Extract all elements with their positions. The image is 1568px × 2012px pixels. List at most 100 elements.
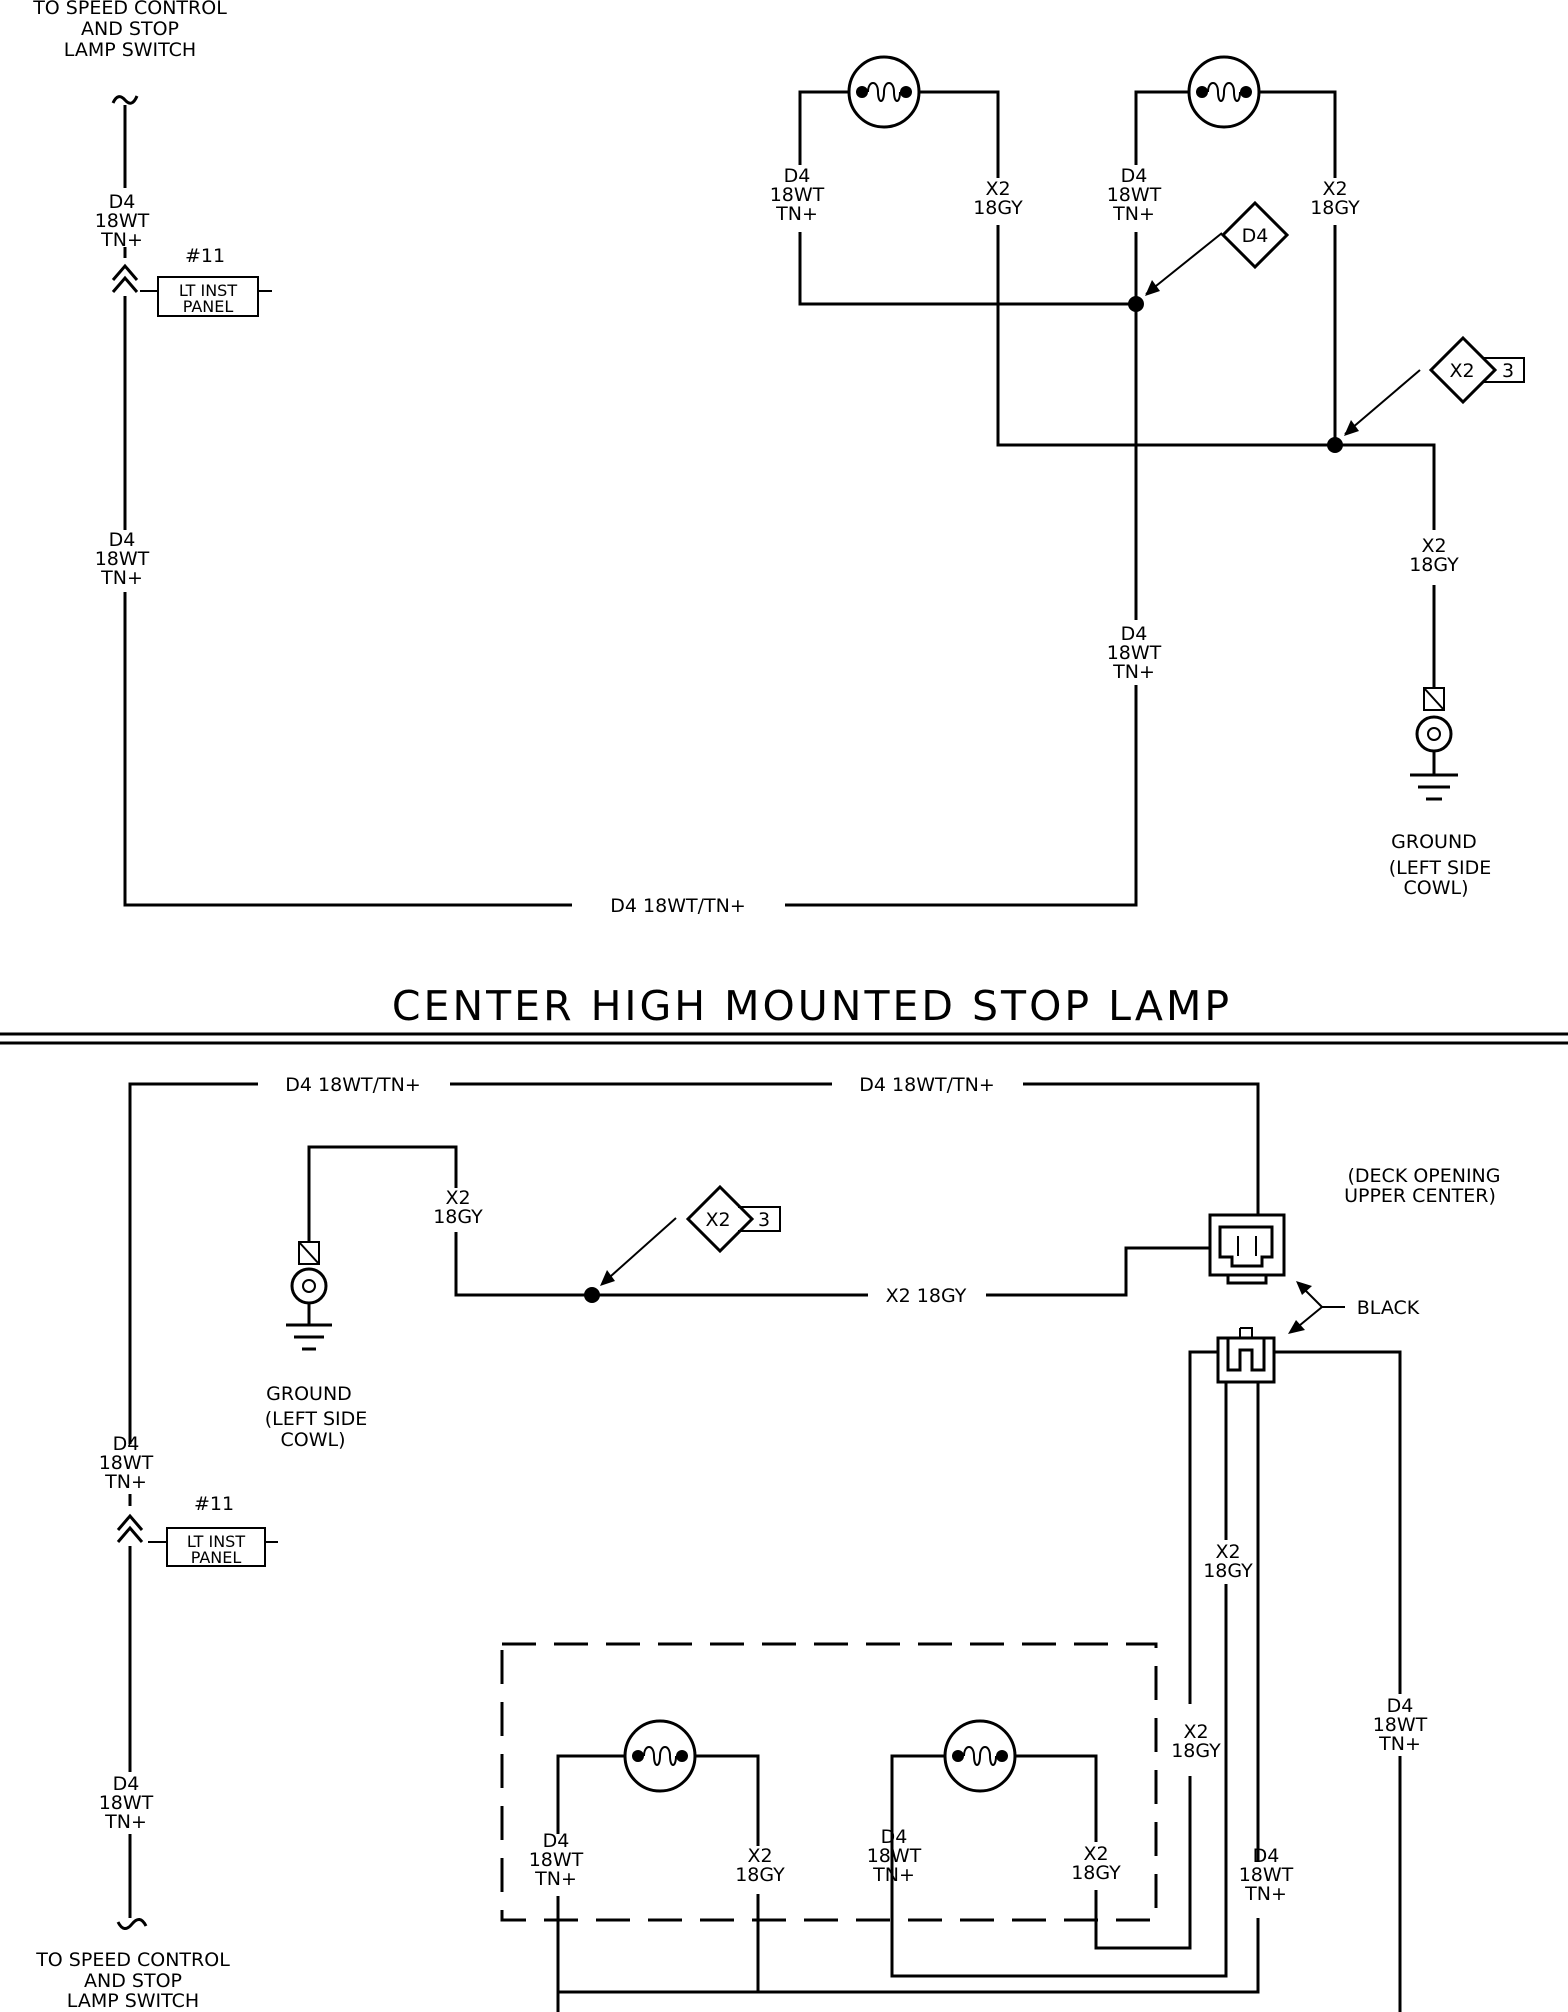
bottom-break-icon [116, 1918, 148, 1930]
deck-connector-icon [1208, 1213, 1286, 1285]
bottom-x2-2: 18GY [433, 1206, 483, 1228]
top-x2-splice-arrow [1344, 369, 1421, 435]
lamp-assembly-box [500, 1642, 1158, 1922]
top-connector-chevron-icon [111, 263, 139, 293]
bottom-ground-label-3: COWL) [280, 1429, 345, 1451]
top-ground-label-3: COWL) [1403, 877, 1468, 899]
bottom-conn-d4b-3: TN+ [1244, 1883, 1287, 1905]
bottom-left-d4-1: D4 [113, 1433, 140, 1455]
connector-color-label: BLACK [1357, 1297, 1420, 1319]
bottom-x2-diamond-tag: X2 [705, 1209, 730, 1231]
bottom-conn-d4a-2: 18WT [1373, 1714, 1428, 1736]
top-d4-splice-arrowhead [1145, 280, 1160, 296]
top-ground-icon [1410, 687, 1458, 801]
bottom-conn-d4a-1: D4 [1387, 1695, 1414, 1717]
bottom-connector-wires [556, 1350, 1402, 2012]
bottom-lamp1-x2-2: 18GY [735, 1864, 785, 1886]
bottom-x2-splice-arrowhead [600, 1270, 615, 1286]
bottom-lamp-2 [943, 1719, 1017, 1793]
top-d4-splice-dot [1128, 296, 1144, 312]
top-connector-number: #11 [185, 245, 225, 267]
bottom-x2-ref-box [738, 1206, 781, 1232]
top-lamp2-d4-3: TN+ [1112, 203, 1155, 225]
bottom-source-label-3: LAMP SWITCH [67, 1990, 199, 2012]
top-left-d4-label-2: 18WT [95, 210, 150, 232]
top-x2-diamond-tag: X2 [1449, 360, 1474, 382]
bottom-source-label-2: AND STOP [84, 1970, 182, 1992]
bottom-x2-1: X2 [445, 1187, 470, 1209]
top-ground-x2-1: X2 [1421, 535, 1446, 557]
top-connector-box [157, 276, 259, 317]
deck-location-label-2: UPPER CENTER) [1344, 1185, 1496, 1207]
top-lamp-1 [847, 55, 921, 129]
bottom-conn-d4b-1: D4 [1253, 1845, 1280, 1867]
top-ground-wire [1335, 443, 1436, 688]
bottom-x2-splice-dot [584, 1287, 600, 1303]
bottom-conn-x2b-2: 18GY [1171, 1740, 1221, 1762]
bottom-lamp1-wires [556, 1754, 760, 2012]
bottom-conn-d4b-2: 18WT [1239, 1864, 1294, 1886]
top-lamp2-d4-1: D4 [1121, 165, 1148, 187]
deck-location-label-1: (DECK OPENING [1348, 1165, 1501, 1187]
top-x2-diamond [1428, 335, 1498, 405]
bottom-connector-label-1: LT INST [187, 1532, 245, 1551]
bottom-left-d4b-2: 18WT [99, 1792, 154, 1814]
bottom-lamp2-d4-1: D4 [881, 1826, 908, 1848]
bottom-lamp1-x2-1: X2 [747, 1845, 772, 1867]
bottom-connector-label-2: PANEL [191, 1548, 242, 1567]
top-source-label-line1: TO SPEED CONTROL [32, 0, 227, 19]
top-left-d4-label2-2: 18WT [95, 548, 150, 570]
section-divider [0, 1032, 1568, 1045]
top-x2-ref: 3 [1502, 360, 1514, 382]
top-right-d4-1: D4 [1121, 623, 1148, 645]
top-bottom-wire-label: D4 18WT/TN+ [610, 895, 745, 917]
top-source-label-line2: AND STOP [81, 18, 179, 40]
top-connector-label-1: LT INST [179, 281, 237, 300]
top-right-d4-2: 18WT [1107, 642, 1162, 664]
top-lamp-2 [1187, 55, 1261, 129]
diagram-title: CENTER HIGH MOUNTED STOP LAMP [392, 982, 1232, 1030]
top-right-d4-3: TN+ [1112, 661, 1155, 683]
bottom-section: D4 18WT/TN+ D4 18WT/TN+ D4 18WT TN+ #11 … [35, 1074, 1500, 2012]
bottom-connector-box [166, 1527, 266, 1567]
top-lamp2-wires [1134, 90, 1337, 620]
bottom-connector-chevron-icon [116, 1513, 144, 1543]
bottom-lamp1-d4-1: D4 [543, 1830, 570, 1852]
bottom-left-d4b-1: D4 [113, 1773, 140, 1795]
bottom-ground-icon [286, 1241, 332, 1351]
bottom-ground-label-1: GROUND [266, 1383, 352, 1405]
bottom-lamp2-d4-3: TN+ [872, 1864, 915, 1886]
bottom-lamp1-d4-2: 18WT [529, 1849, 584, 1871]
top-d4-splice-arrow [1145, 232, 1223, 295]
bottom-x2-run-label: X2 18GY [886, 1285, 967, 1307]
top-lamp2-x2-1: X2 [1322, 178, 1347, 200]
bottom-lamp1-d4-3: TN+ [534, 1868, 577, 1890]
top-d4-diamond-tag: D4 [1242, 225, 1269, 247]
bottom-connector-number: #11 [194, 1493, 234, 1515]
top-x2-splice-arrowhead [1344, 420, 1359, 436]
bottom-top-wire-left: D4 18WT/TN+ [285, 1074, 420, 1096]
top-break-icon [111, 95, 139, 105]
top-lamp1-x2-2: 18GY [973, 197, 1023, 219]
bottom-conn-x2b-1: X2 [1183, 1721, 1208, 1743]
bottom-x2-ref: 3 [758, 1209, 770, 1231]
top-lamp1-x2-1: X2 [985, 178, 1010, 200]
top-lamp2-x2-2: 18GY [1310, 197, 1360, 219]
bottom-source-label-1: TO SPEED CONTROL [35, 1949, 230, 1971]
bottom-lamp2-x2-2: 18GY [1071, 1862, 1121, 1884]
top-left-d4-wire [123, 105, 1138, 907]
top-section: TO SPEED CONTROL AND STOP LAMP SWITCH D4… [32, 0, 1525, 917]
bottom-left-d4-2: 18WT [99, 1452, 154, 1474]
top-lamp1-d4-1: D4 [784, 165, 811, 187]
bottom-x2-diamond [685, 1184, 755, 1254]
bottom-lamp2-wires [890, 1754, 1098, 1976]
bottom-lamp2-x2-1: X2 [1083, 1843, 1108, 1865]
top-left-d4-label2-1: D4 [109, 529, 136, 551]
bottom-left-d4b-3: TN+ [104, 1811, 147, 1833]
top-left-d4-label-3: TN+ [100, 229, 143, 251]
bottom-ground-label-2: (LEFT SIDE [265, 1408, 368, 1430]
bottom-top-wire-right: D4 18WT/TN+ [859, 1074, 994, 1096]
mating-connector-icon [1216, 1327, 1276, 1384]
top-lamp2-d4-2: 18WT [1107, 184, 1162, 206]
